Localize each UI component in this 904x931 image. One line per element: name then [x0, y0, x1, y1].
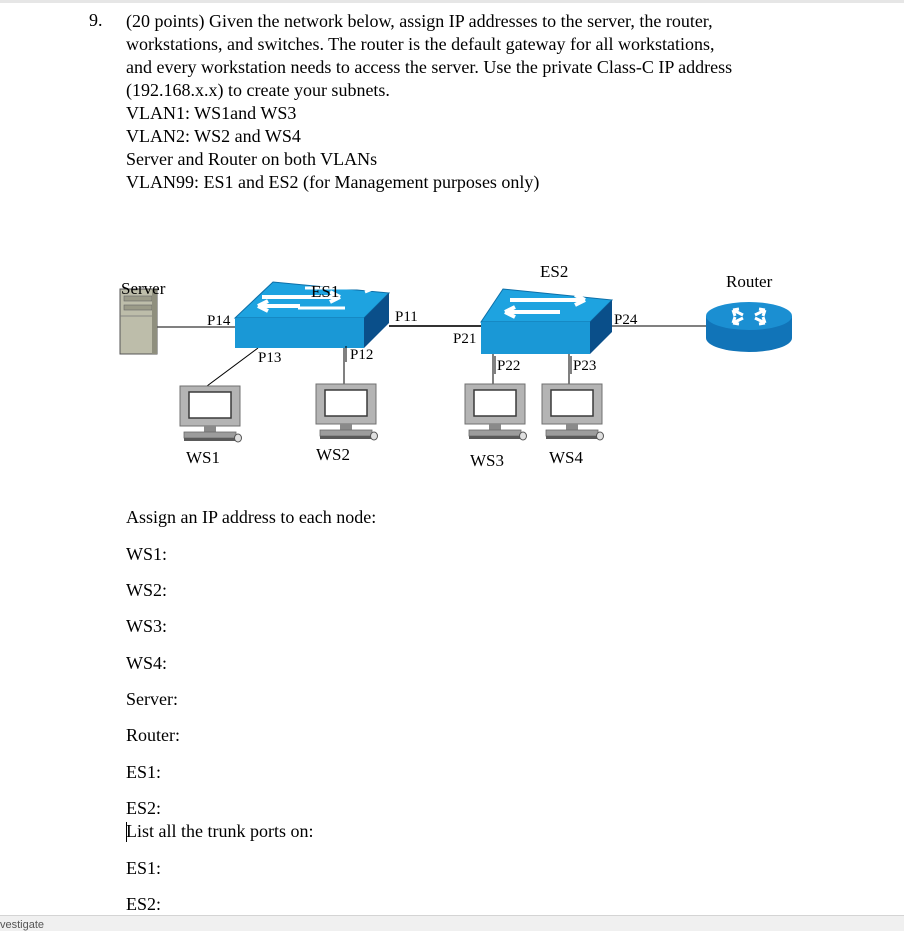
ws3-label: WS3: [470, 451, 504, 470]
answer-es1: ES1:: [126, 762, 162, 782]
question-line: workstations, and switches. The router i…: [126, 34, 715, 54]
trunk-heading: List all the trunk ports on:: [126, 821, 314, 841]
text-cursor: [126, 822, 127, 842]
es1-label: ES1: [311, 282, 339, 301]
answer-ws1: WS1:: [126, 544, 168, 564]
top-border: [0, 0, 904, 3]
port-label-p23: P23: [573, 358, 596, 374]
ws2-label: WS2: [316, 445, 350, 464]
answer-server: Server:: [126, 689, 178, 709]
answer-ws2: WS2:: [126, 580, 168, 600]
link-es1-ws1: [206, 347, 259, 387]
ws4-label: WS4: [549, 448, 584, 467]
router-label: Router: [726, 272, 773, 291]
assign-heading: Assign an IP address to each node:: [126, 507, 377, 527]
es2-label: ES2: [540, 262, 568, 281]
footer-bar: vestigate: [0, 915, 904, 931]
ws4-computer-icon: [541, 383, 605, 441]
ws1-label: WS1: [186, 448, 220, 467]
vlan99-line: VLAN99: ES1 and ES2 (for Management purp…: [126, 172, 540, 192]
port-label-p13: P13: [258, 350, 281, 366]
port-label-p12: P12: [350, 347, 373, 363]
port-label-p24: P24: [614, 312, 638, 328]
question-line: (20 points) Given the network below, ass…: [126, 11, 713, 31]
question-line: and every workstation needs to access th…: [126, 57, 733, 77]
vlan1-line: VLAN1: WS1and WS3: [126, 103, 297, 123]
question-text: (20 points) Given the network below, ass…: [126, 10, 826, 194]
answer-ws3: WS3:: [126, 616, 168, 636]
question-number: 9.: [89, 10, 103, 30]
server-icon: [119, 288, 158, 355]
router-icon: [706, 302, 792, 352]
ws1-computer-icon: [179, 385, 243, 443]
answer-es2: ES2:: [126, 798, 162, 818]
server-router-line: Server and Router on both VLANs: [126, 149, 378, 169]
port-label-p21: P21: [453, 331, 476, 347]
server-label: Server: [121, 279, 166, 298]
vlan2-line: VLAN2: WS2 and WS4: [126, 126, 301, 146]
port-label-p14: P14: [207, 313, 231, 329]
es2-switch-icon: [480, 288, 614, 354]
question-line: (192.168.x.x) to create your subnets.: [126, 80, 390, 100]
port-label-p22: P22: [497, 358, 520, 374]
network-diagram: Server ES1 ES2 Router P14 P11 P13 P12 P2…: [119, 262, 792, 470]
es1-switch-icon: [233, 281, 391, 348]
ws2-computer-icon: [315, 383, 379, 441]
answer-ws4: WS4:: [126, 653, 168, 673]
footer-text: vestigate: [0, 919, 45, 931]
answer-router: Router:: [126, 725, 180, 745]
port-label-p11: P11: [395, 309, 418, 325]
trunk-es2: ES2:: [126, 894, 162, 914]
ws3-computer-icon: [464, 383, 528, 441]
trunk-es1: ES1:: [126, 858, 162, 878]
